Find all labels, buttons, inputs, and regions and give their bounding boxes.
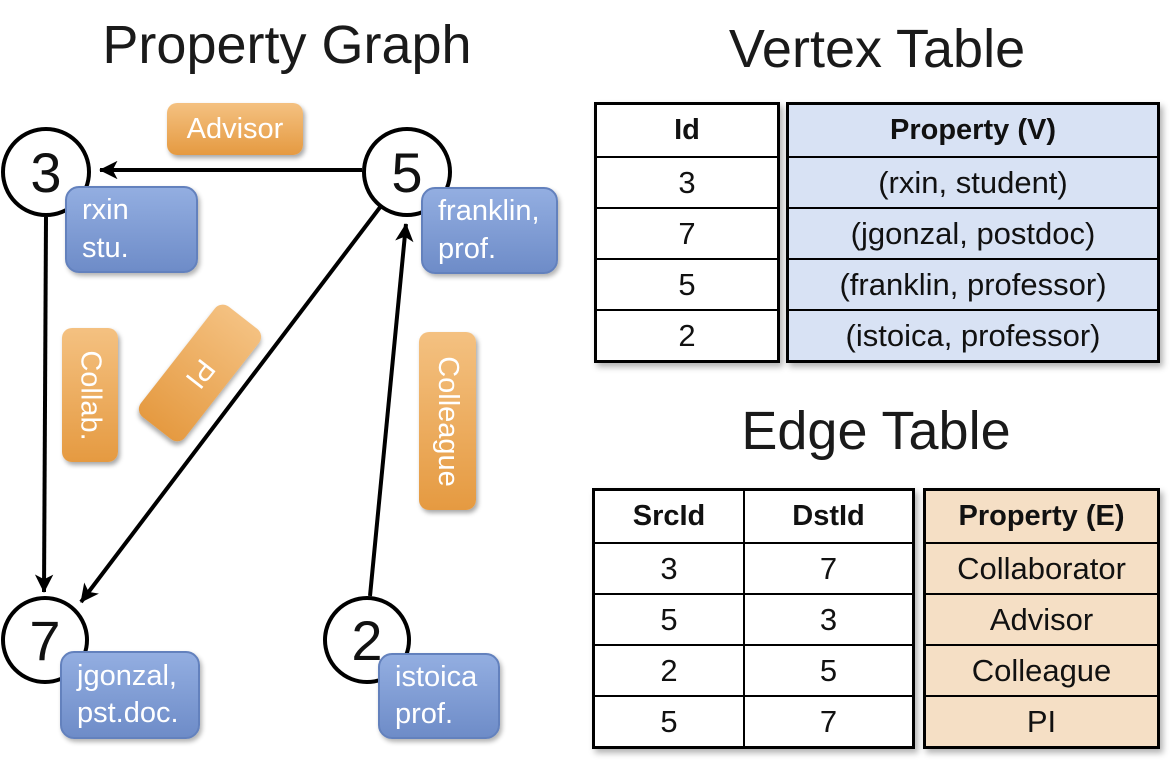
edge-label-collab-text: Collab. — [74, 349, 107, 441]
edge-row-dst: 7 — [745, 542, 912, 593]
vertex-label-jgonzal: jgonzal, pst.doc. — [60, 651, 200, 739]
edge-label-collab: Collab. — [62, 328, 118, 462]
vertex-table-panel: Vertex Table — [594, 18, 1160, 80]
vertex-label-istoica-line1: istoica — [395, 660, 478, 693]
node-7-id: 7 — [29, 608, 61, 672]
node-5-id: 5 — [391, 140, 423, 204]
edge-row-property: PI — [926, 695, 1157, 746]
vertex-label-jgonzal-line2: pst.doc. — [77, 697, 179, 729]
edge-row-src: 3 — [595, 542, 743, 593]
edge-table-property-column: Property (E) Collaborator Advisor Collea… — [923, 488, 1160, 749]
vertex-table-title: Vertex Table — [728, 19, 1026, 79]
vertex-id-header: Id — [674, 114, 700, 146]
node-3-id: 3 — [30, 140, 62, 204]
node-2-id: 2 — [351, 608, 383, 672]
edge-property-header: Property (E) — [958, 500, 1125, 532]
vertex-row-property: (franklin, professor) — [789, 258, 1157, 309]
vertex-row-id: 2 — [597, 309, 777, 360]
vertex-row-property: (jgonzal, postdoc) — [789, 207, 1157, 258]
vertex-label-franklin: franklin, prof. — [421, 187, 558, 274]
edge-row-property: Colleague — [926, 644, 1157, 695]
vertex-property-header: Property (V) — [890, 114, 1056, 146]
edge-row-src: 5 — [595, 695, 743, 746]
vertex-label-rxin-line2: stu. — [82, 231, 129, 264]
edge-label-colleague: Colleague — [419, 332, 476, 510]
vertex-label-rxin: rxin stu. — [65, 186, 198, 273]
edge-row-dst: 5 — [745, 644, 912, 695]
vertex-label-franklin-line1: franklin, — [438, 195, 540, 228]
vertex-label-istoica: istoica prof. — [378, 653, 500, 739]
edge-dst-header: DstId — [792, 500, 865, 532]
edge-label-pi: PI — [134, 300, 266, 446]
edge-label-advisor-text: Advisor — [186, 112, 284, 145]
edge-row-dst: 3 — [745, 593, 912, 644]
edge-row-src: 2 — [595, 644, 743, 695]
edge-row-src: 5 — [595, 593, 743, 644]
graph-node-3: 3 — [1, 127, 91, 217]
edge-label-advisor: Advisor — [167, 103, 303, 155]
edge-src-header: SrcId — [632, 500, 706, 532]
vertex-label-rxin-line1: rxin — [82, 194, 129, 227]
vertex-row-id: 3 — [597, 156, 777, 207]
vertex-label-jgonzal-line1: jgonzal, — [77, 659, 177, 692]
vertex-row-property: (rxin, student) — [789, 156, 1157, 207]
edge-2-to-5 — [368, 223, 414, 597]
vertex-label-franklin-line2: prof. — [438, 232, 497, 265]
property-graph-panel: Property Graph — [0, 14, 574, 76]
vertex-row-property: (istoica, professor) — [789, 309, 1157, 360]
vertex-row-id: 7 — [597, 207, 777, 258]
edge-label-colleague-text: Colleague — [432, 355, 465, 487]
edge-table-title: Edge Table — [741, 401, 1011, 461]
edge-table-id-columns: SrcId 3 5 2 5 DstId 7 3 5 7 — [592, 488, 915, 749]
edge-table: SrcId 3 5 2 5 DstId 7 3 5 7 Property (E)… — [592, 488, 1160, 749]
edge-row-dst: 7 — [745, 695, 912, 746]
edge-table-panel: Edge Table — [592, 400, 1160, 462]
vertex-table-property-column: Property (V) (rxin, student) (jgonzal, p… — [786, 102, 1160, 363]
edge-label-pi-text: PI — [179, 352, 222, 394]
edge-row-property: Advisor — [926, 593, 1157, 644]
vertex-table-id-column: Id 3 7 5 2 — [594, 102, 780, 363]
vertex-table: Id 3 7 5 2 Property (V) (rxin, student) … — [594, 102, 1160, 363]
vertex-row-id: 5 — [597, 258, 777, 309]
edge-row-property: Collaborator — [926, 542, 1157, 593]
edge-3-to-7 — [34, 216, 54, 593]
vertex-label-istoica-line2: prof. — [395, 698, 454, 730]
property-graph-title: Property Graph — [102, 15, 472, 75]
